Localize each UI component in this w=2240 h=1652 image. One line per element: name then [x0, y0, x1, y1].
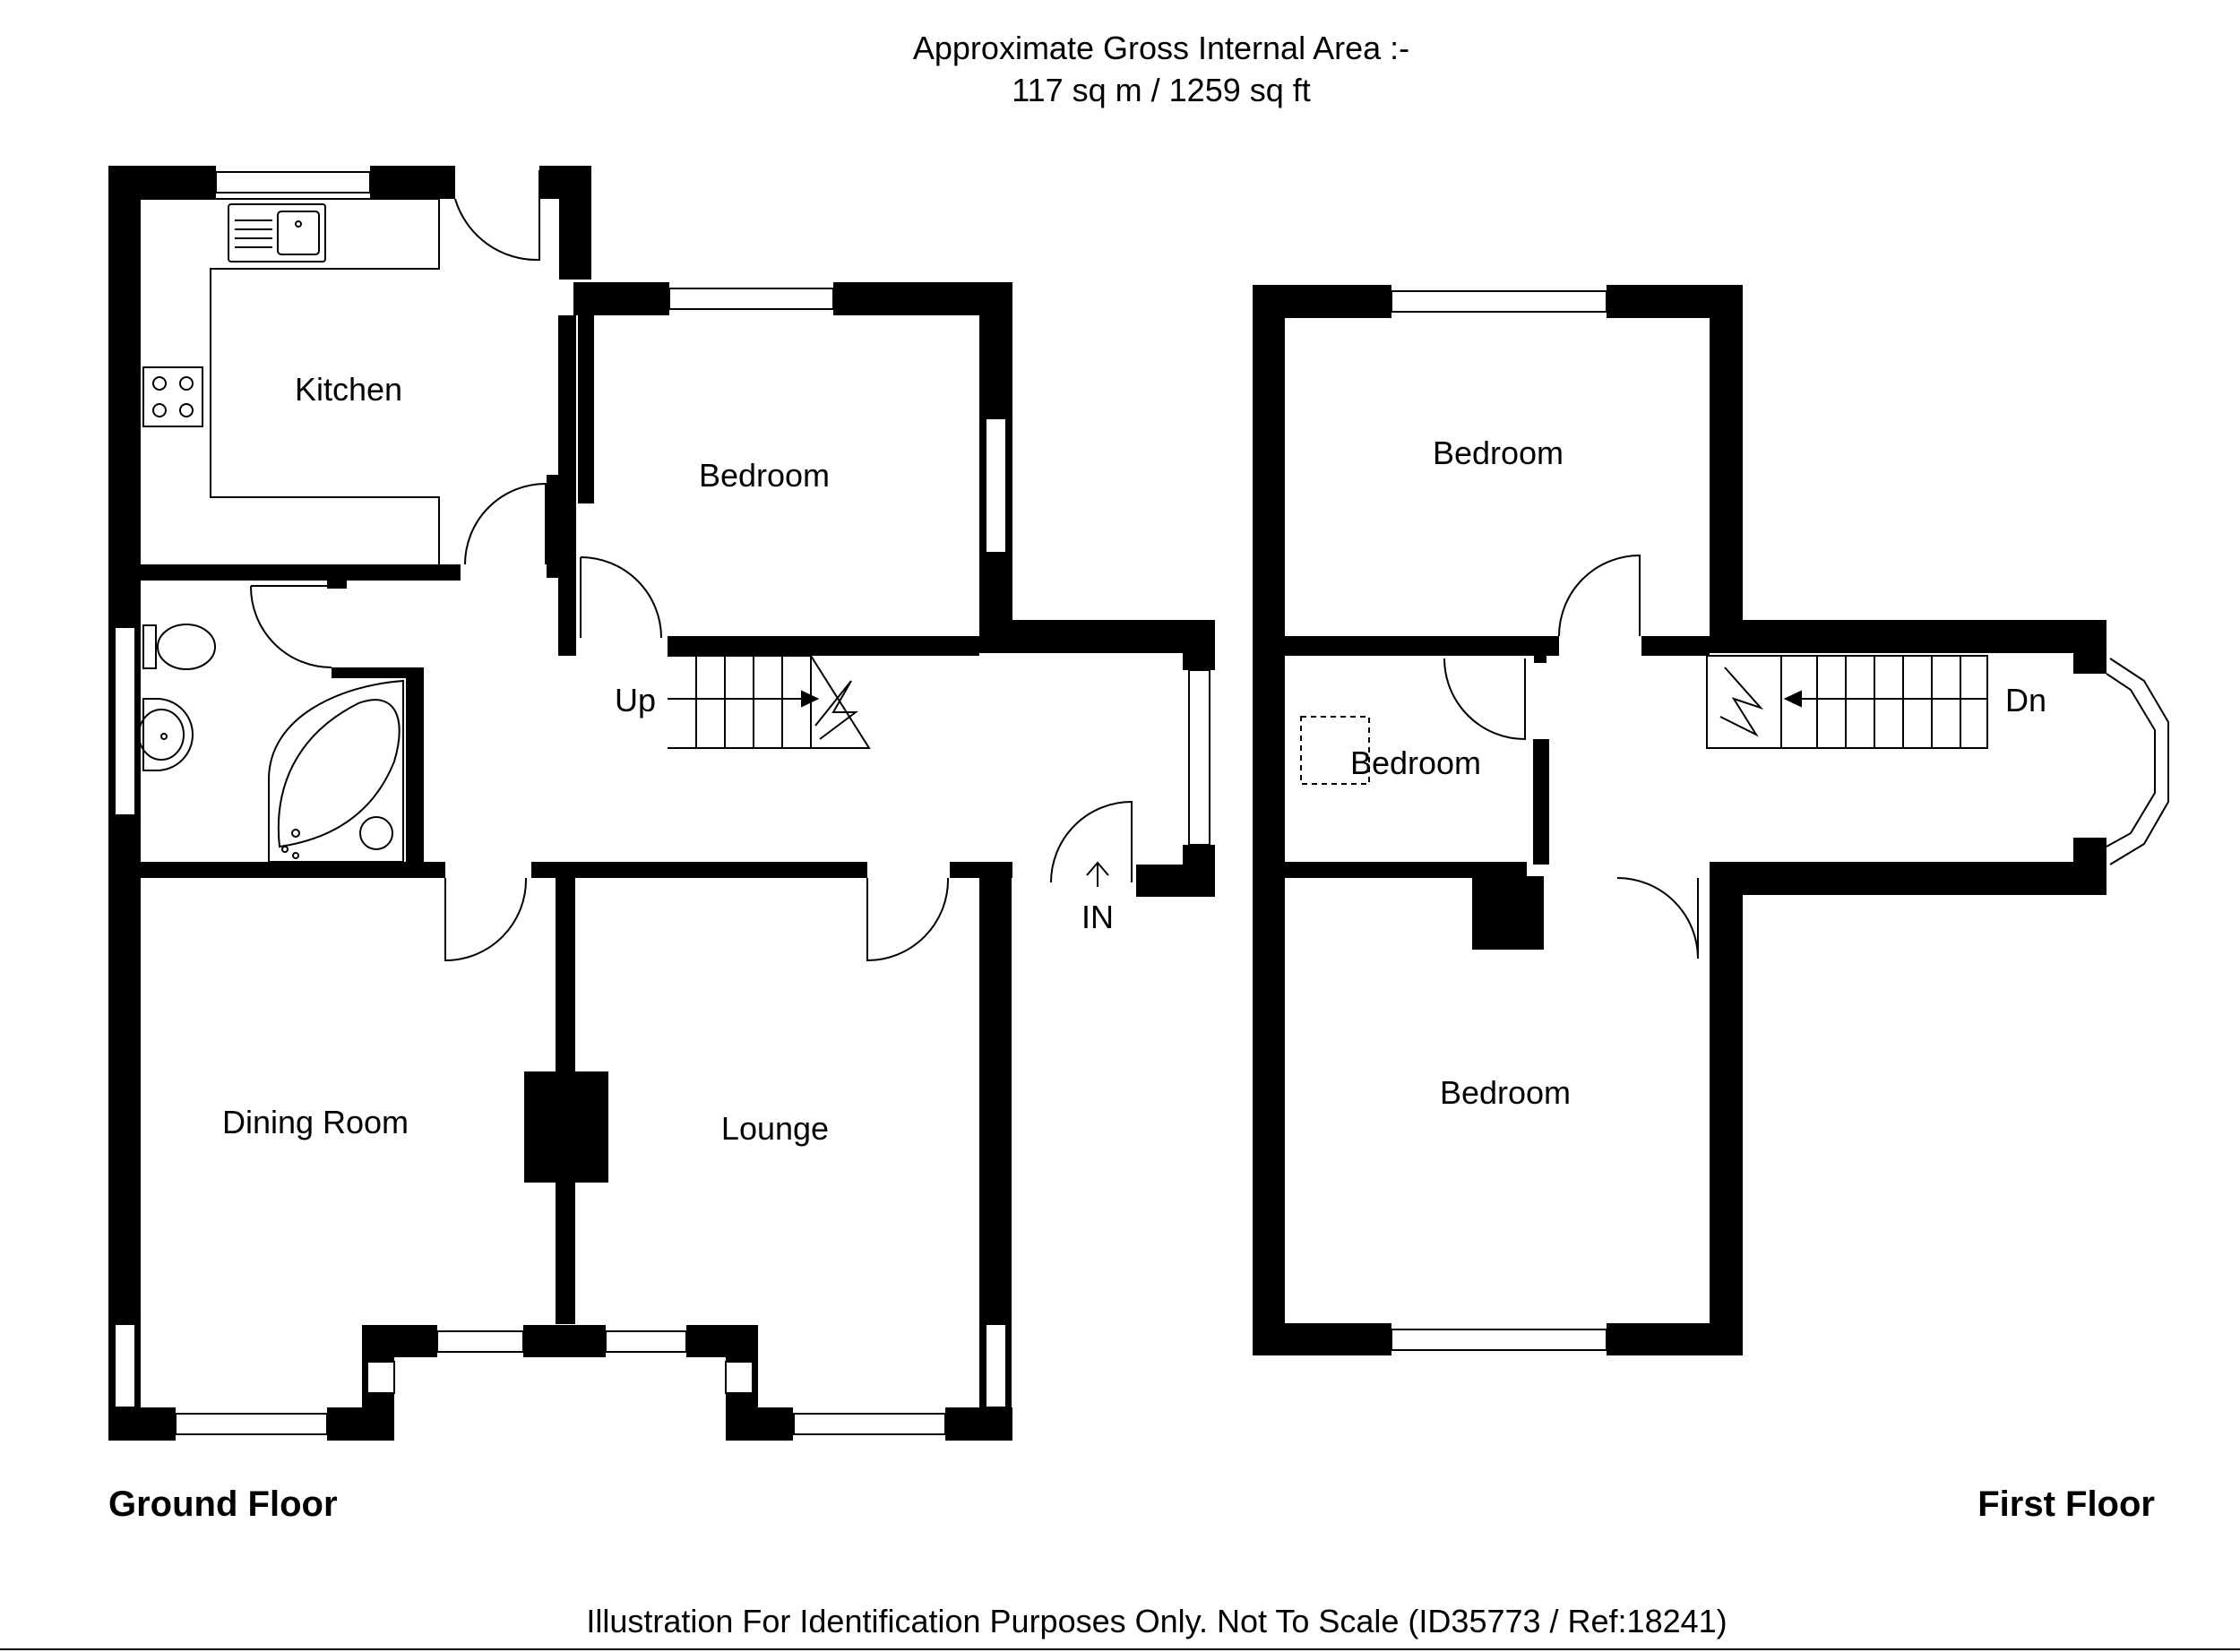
loft-hatch [1300, 716, 1370, 785]
area-title: Approximate Gross Internal Area :- [913, 30, 1409, 66]
first-floor-stairs [1706, 655, 1988, 749]
room-label-bedroom-top: Bedroom [1433, 435, 1564, 471]
entrance-label: IN [1081, 899, 1114, 935]
first-floor-windows [1391, 290, 1607, 1351]
ground-floor-doors [249, 170, 1133, 962]
first-floor-walls [1253, 285, 2106, 1355]
ground-floor-plan: Kitchen Bedroom Dining Room Lounge Up IN [108, 166, 1215, 1441]
toilet-icon [142, 624, 216, 670]
room-label-lounge: Lounge [721, 1110, 829, 1147]
stairs-down-label: Dn [2005, 682, 2046, 718]
first-floor-doors [1443, 554, 1699, 959]
basin-icon [138, 698, 194, 771]
ground-floor-stairs [668, 655, 871, 749]
room-label-dining-room: Dining Room [222, 1104, 409, 1140]
first-floor-title: First Floor [1977, 1484, 2155, 1524]
room-label-bedroom: Bedroom [699, 457, 830, 494]
bay-window [2106, 658, 2169, 865]
kitchen-counter [141, 198, 440, 564]
first-floor-plan: Bedroom Bedroom Bedroom Dn [1253, 285, 2169, 1355]
hob-icon [142, 366, 203, 427]
ground-floor-title: Ground Floor [108, 1484, 338, 1524]
entrance-arrow-icon [1086, 861, 1109, 887]
corner-bath-icon [268, 679, 404, 863]
room-label-bedroom-small: Bedroom [1350, 744, 1481, 781]
room-label-kitchen: Kitchen [295, 371, 402, 408]
disclaimer-text: Illustration For Identification Purposes… [586, 1603, 1727, 1639]
room-label-bedroom-bottom: Bedroom [1440, 1074, 1571, 1111]
ground-floor-windows [114, 171, 1210, 1435]
ground-floor-walls [108, 166, 1215, 1441]
stairs-up-label: Up [615, 682, 656, 718]
sink-icon [228, 203, 326, 262]
area-value: 117 sq m / 1259 sq ft [1012, 72, 1311, 108]
